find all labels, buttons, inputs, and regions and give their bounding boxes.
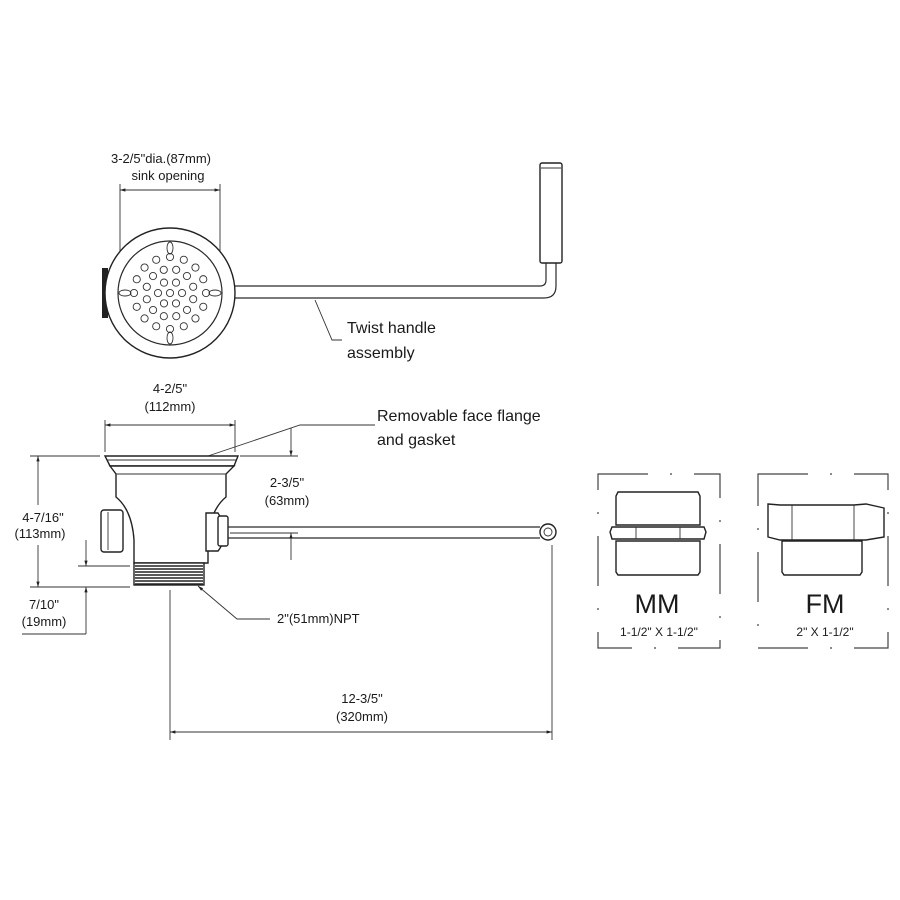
flange-width-sublabel: (112mm)	[144, 399, 195, 414]
flange-callout-sublabel: and gasket	[377, 432, 456, 449]
thread-lines	[135, 565, 203, 585]
strainer-hole	[179, 322, 188, 331]
strainer-slot	[166, 241, 174, 255]
twist-handle-leader	[314, 299, 342, 341]
strainer-hole	[189, 295, 198, 304]
strainer-hole	[152, 255, 161, 264]
sink-opening-dim-sublabel: sink opening	[132, 168, 205, 183]
strainer-hole	[165, 252, 175, 262]
strainer-holes	[118, 241, 222, 345]
fm-size: 2" X 1-1/2"	[796, 625, 853, 639]
strainer-hole	[159, 312, 168, 321]
npt-leader	[197, 585, 270, 620]
handle-rod-top	[235, 262, 547, 287]
flange-width-label: 4-2/5"	[153, 381, 188, 396]
fm-code: FM	[806, 589, 845, 619]
strainer-hole	[171, 299, 181, 308]
strainer-hole	[132, 302, 141, 311]
strainer-hole	[142, 295, 151, 304]
handle-height-sublabel: (63mm)	[265, 493, 310, 508]
mm-upper-thread	[615, 491, 701, 526]
handle-grip	[539, 162, 563, 264]
handle-height-label: 2-3/5"	[270, 475, 305, 490]
adapter-mm: MM 1-1/2" X 1-1/2"	[597, 473, 721, 649]
npt-label: 2"(51mm)NPT	[277, 611, 360, 626]
strainer-hole	[159, 299, 169, 308]
strainer-hole	[149, 305, 158, 315]
strainer-hole	[132, 275, 141, 284]
strainer-hole	[165, 288, 175, 298]
strainer-hole	[179, 255, 188, 264]
strainer-hole	[159, 278, 169, 287]
adapter-frame	[597, 473, 721, 649]
strainer-hole	[171, 278, 181, 287]
fm-hex	[767, 503, 885, 541]
twist-handle-sublabel: assembly	[347, 345, 415, 362]
flange-callout-label: Removable face flange	[377, 408, 541, 425]
strainer-hole	[129, 288, 139, 298]
thread-length-sublabel: (19mm)	[22, 614, 67, 629]
sink-opening-dim-label: 3-2/5"dia.(87mm)	[111, 151, 211, 166]
strainer-hole	[148, 272, 158, 281]
handle-end-ring	[539, 523, 557, 541]
top-view: 3-2/5"dia.(87mm) sink opening Twist hand…	[102, 151, 563, 362]
strainer-hole	[172, 265, 181, 274]
strainer-hole	[189, 282, 198, 291]
handle-nut	[217, 515, 229, 547]
height-label: 4-7/16"	[22, 510, 64, 525]
strainer-hole	[140, 263, 149, 272]
handle-rod-bottom	[235, 262, 557, 299]
strainer-hole	[199, 275, 208, 284]
strainer-hole	[182, 271, 191, 281]
strainer-hole	[172, 312, 181, 321]
overflow-cap	[100, 509, 124, 553]
strainer-hole	[199, 302, 208, 311]
height-sublabel: (113mm)	[14, 526, 65, 541]
strainer-hole	[177, 288, 187, 298]
adapter-fm: FM 2" X 1-1/2"	[757, 473, 889, 649]
drain-body	[108, 465, 236, 564]
strainer-inner-ring	[117, 240, 223, 346]
mm-size: 1-1/2" X 1-1/2"	[620, 625, 698, 639]
strainer-hole	[142, 282, 151, 291]
mm-hex	[609, 526, 707, 540]
thread-length-label: 7/10"	[29, 597, 59, 612]
strainer-hole	[191, 314, 200, 323]
length-label: 12-3/5"	[341, 691, 383, 706]
face-flange	[103, 455, 240, 467]
strainer-hole	[182, 305, 192, 314]
mm-code: MM	[635, 589, 680, 619]
strainer-hole	[153, 288, 163, 298]
length-sublabel: (320mm)	[336, 709, 388, 724]
strainer-hole	[159, 265, 168, 274]
twist-handle-label: Twist handle	[347, 320, 436, 337]
fm-thread	[781, 540, 863, 576]
strainer-slot	[118, 289, 132, 297]
strainer-outer-ring	[104, 227, 236, 359]
adapter-frame	[757, 473, 889, 649]
handle-end-inner	[543, 527, 553, 537]
strainer-hole	[140, 314, 149, 323]
strainer-hole	[152, 322, 161, 331]
mm-lower-thread	[615, 540, 701, 576]
strainer-hole	[165, 324, 175, 334]
strainer-hole	[191, 263, 200, 272]
side-view: 4-2/5" (112mm) Removable face flange and…	[14, 381, 557, 740]
flange-leader	[207, 424, 375, 457]
strainer-hole	[201, 288, 211, 298]
strainer-slot	[166, 331, 174, 345]
strainer-slot	[208, 289, 222, 297]
